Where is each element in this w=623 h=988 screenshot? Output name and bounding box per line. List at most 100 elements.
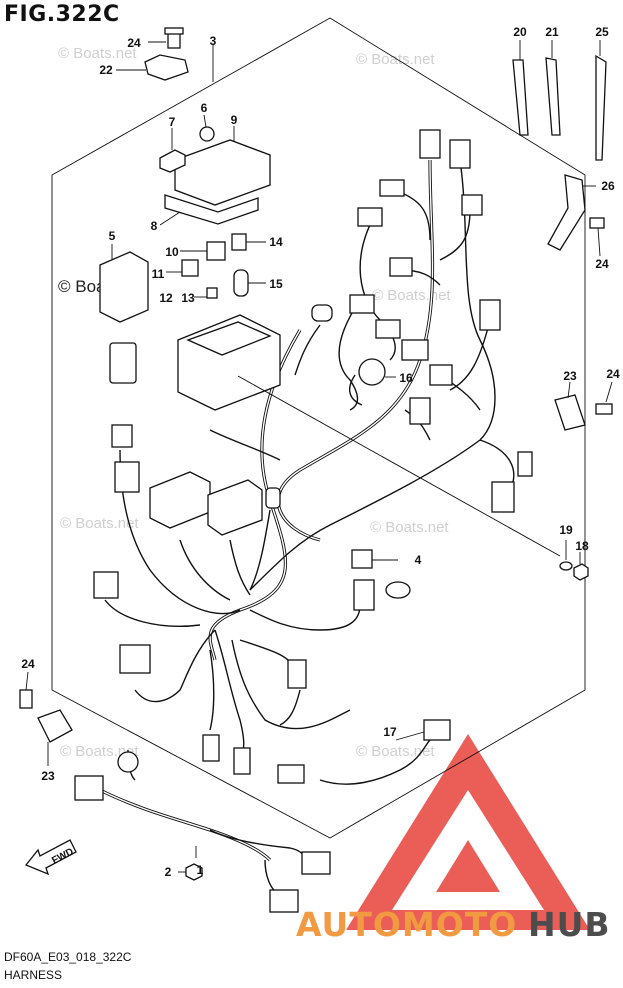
cap-15 [233, 269, 249, 297]
bolt-24-left [19, 689, 33, 709]
coupler-17 [423, 719, 451, 741]
callout-18: 18 [575, 539, 589, 553]
component-4 [351, 549, 373, 569]
callout-14: 14 [269, 235, 283, 249]
sensor-plug [311, 304, 333, 322]
sub-harness-plug-a [74, 775, 104, 801]
callout-5: 5 [109, 229, 116, 243]
bolt-24-right [589, 217, 605, 229]
callout-24-left: 24 [21, 657, 35, 671]
relay-10 [206, 241, 226, 261]
watermark: © Boats.net [356, 51, 435, 68]
sub-harness-plug-c [269, 889, 299, 913]
relay-11 [181, 259, 199, 277]
nut-2 [185, 863, 203, 881]
bracket-22 [144, 54, 189, 81]
tie-25 [595, 54, 607, 161]
coupler-s [202, 734, 220, 762]
watermark: © Boats.net [356, 743, 435, 760]
coupler-u [277, 764, 305, 784]
callout-25: 25 [595, 25, 609, 39]
callout-8: 8 [151, 219, 158, 233]
callout-1: 1 [197, 863, 204, 877]
watermark: © Boats.net [372, 287, 451, 304]
relay-connector [109, 342, 137, 384]
coupler-f [389, 257, 413, 277]
callout-2: 2 [165, 865, 172, 879]
brand-auto-text: AUTOMOTO [296, 905, 517, 944]
watermark: © Boats.net [370, 519, 449, 536]
callout-labels: 1 2 3 4 5 6 7 8 9 10 11 12 13 14 15 16 1… [21, 25, 620, 879]
callout-19: 19 [559, 523, 573, 537]
fuse-14 [231, 233, 247, 251]
coupler-p [93, 571, 119, 599]
callout-23-right: 23 [563, 369, 577, 383]
washer-19 [559, 561, 573, 571]
coupler-j [401, 339, 429, 361]
ecu-connector-b [207, 479, 263, 536]
callout-24-right: 24 [595, 257, 609, 271]
logo-triangle-core [436, 840, 500, 892]
callout-11: 11 [152, 267, 165, 281]
brand-logo [346, 734, 590, 930]
small-connector [111, 424, 133, 448]
callout-4: 4 [415, 553, 422, 567]
callout-16: 16 [399, 371, 413, 385]
callout-3: 3 [210, 34, 217, 48]
callout-15: 15 [269, 277, 283, 291]
coupler-r [287, 659, 307, 689]
component-16 [358, 358, 386, 386]
callout-21: 21 [545, 25, 559, 39]
grommet-lower [117, 751, 139, 773]
grommet-6 [199, 126, 215, 142]
callout-13: 13 [181, 291, 195, 305]
junction-box-top [186, 321, 272, 356]
callout-24-right-lower: 24 [606, 367, 620, 381]
components [19, 27, 613, 913]
coupler-k [429, 364, 453, 386]
coupler-m [517, 451, 533, 477]
coupler-a [419, 129, 441, 159]
leader-lines [25, 40, 613, 873]
bracket-23-right [554, 394, 586, 431]
coupler-h [479, 299, 501, 331]
callout-26: 26 [601, 179, 615, 193]
coupler-e [461, 194, 483, 216]
tie-21 [545, 57, 561, 136]
coupler-i [375, 319, 401, 339]
figure-caption: HARNESS [4, 968, 63, 982]
connector-left [114, 461, 140, 493]
bracket-23-left [37, 709, 73, 743]
watermark: © Boats.net [58, 45, 137, 62]
coupler-l [409, 397, 431, 425]
coupler-d [357, 207, 383, 227]
coupler-t [233, 747, 251, 775]
sub-harness-plug-b [301, 851, 331, 875]
ecu-connector-a [149, 471, 211, 529]
connector-small [265, 487, 281, 509]
tie-20 [512, 59, 529, 136]
clip-7 [159, 149, 186, 173]
bracket-26 [547, 174, 586, 251]
bracket-5 [99, 251, 149, 323]
callout-17: 17 [383, 725, 397, 739]
callout-9: 9 [231, 113, 238, 127]
coupler-c [379, 179, 405, 197]
coupler-q [119, 644, 151, 674]
fuse-13 [206, 287, 218, 299]
coupler-g [349, 294, 375, 314]
figure-title: FIG.322C [4, 2, 120, 27]
bolt-head [164, 27, 184, 35]
callout-10: 10 [165, 245, 179, 259]
brand-hub-text: HUB [528, 905, 611, 944]
callout-20: 20 [513, 25, 527, 39]
callout-24-top: 24 [127, 36, 141, 50]
figure-code: DF60A_E03_018_322C [4, 950, 132, 964]
fwd-arrow-icon [24, 839, 77, 876]
callout-6: 6 [201, 101, 208, 115]
callout-22: 22 [99, 63, 113, 77]
callout-12: 12 [159, 291, 173, 305]
brand-wordmark: AUTOMOTO HUB [296, 905, 611, 944]
ring-terminal [385, 581, 411, 599]
